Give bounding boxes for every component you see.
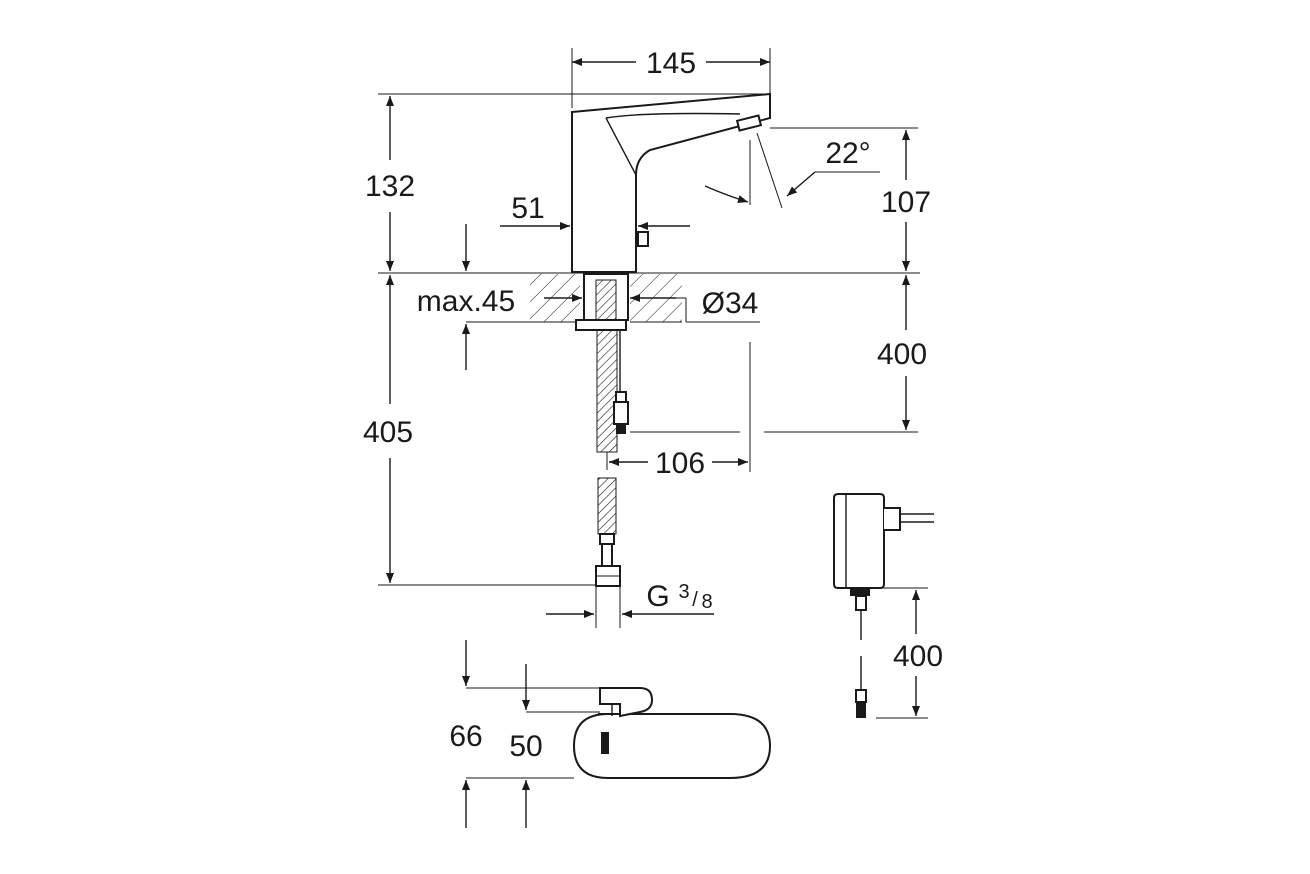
dim-body-51: 51 [500, 192, 690, 230]
dim-label-51: 51 [511, 192, 544, 225]
dim-plan-50: 50 [509, 664, 543, 828]
dim-label-107: 107 [881, 186, 931, 219]
dim-height-107: 107 [770, 127, 931, 271]
dim-label-66: 66 [449, 720, 482, 753]
faucet-plan-view [466, 687, 772, 779]
dim-label-132: 132 [365, 170, 415, 203]
dim-deck-max45: max.45 [417, 224, 530, 370]
dim-height-132: 132 [365, 96, 415, 271]
dim-label-400-adapter: 400 [893, 640, 943, 673]
dim-label-g-den: 8 [701, 591, 712, 613]
dim-hole-34: Ø34 [544, 287, 760, 323]
dim-label-50: 50 [509, 730, 542, 763]
dim-label-145: 145 [646, 47, 696, 80]
dim-adapter-400: 400 [876, 587, 943, 719]
dim-label-22deg: 22° [825, 137, 870, 170]
dim-thread-g38: G 3 / 8 [546, 580, 714, 628]
dim-offset-106: 106 [606, 447, 748, 480]
dim-label-405: 405 [363, 416, 413, 449]
dim-label-d34: Ø34 [702, 287, 759, 320]
dim-label-106: 106 [655, 447, 705, 480]
dim-cable-400: 400 [630, 275, 927, 433]
dim-label-g-sep: / [692, 589, 698, 611]
dim-hose-405: 405 [363, 275, 596, 586]
dim-width-145: 145 [571, 47, 771, 108]
dim-label-g-num: 3 [678, 581, 689, 603]
power-adapter [833, 493, 934, 718]
dim-plan-66: 66 [449, 640, 483, 828]
dim-label-g: G [646, 580, 669, 613]
dim-label-max45: max.45 [417, 285, 515, 318]
dim-angle-22: 22° [704, 132, 880, 209]
dim-label-400-cable: 400 [877, 338, 927, 371]
